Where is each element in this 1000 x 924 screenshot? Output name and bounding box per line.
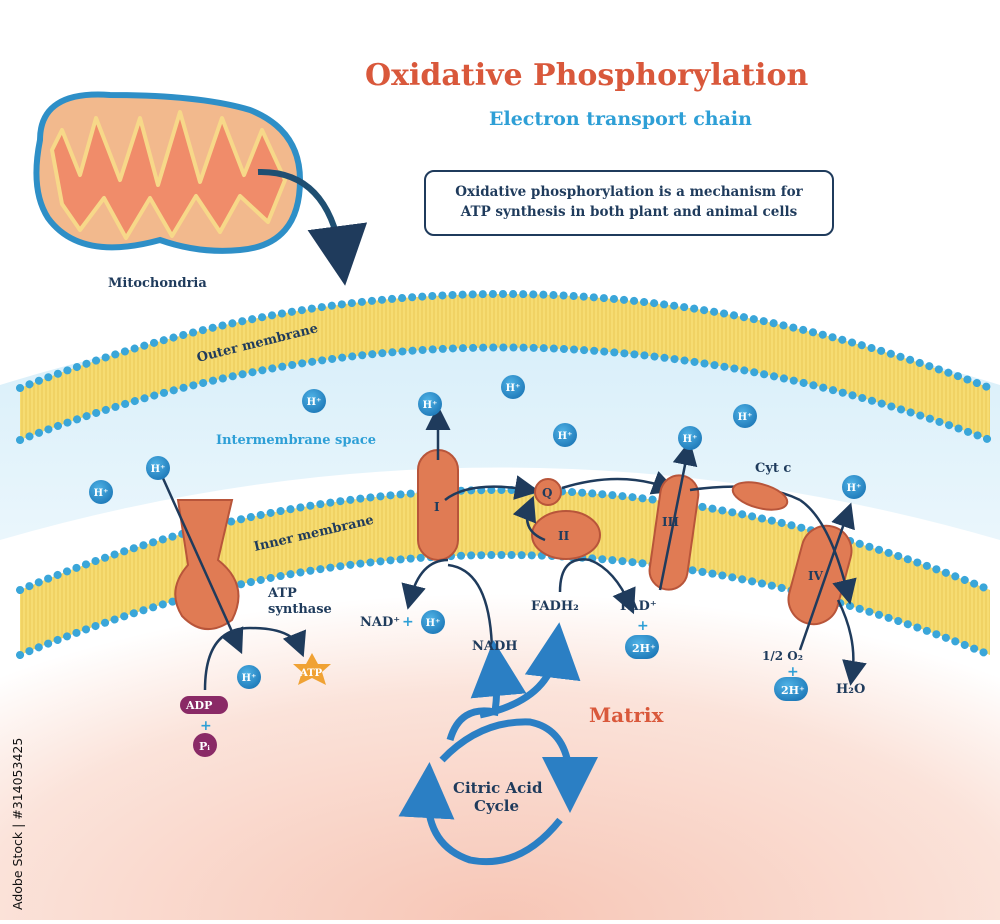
proton-ion-circle xyxy=(418,392,442,416)
adp-pill xyxy=(180,696,228,714)
proton-ion-label: H⁺ xyxy=(738,412,753,423)
proton-ion-circle xyxy=(678,426,702,450)
proton-ion-circle xyxy=(146,456,170,480)
cytochrome-c xyxy=(731,481,789,511)
two-h-plus-bubble-left xyxy=(625,635,659,659)
proton-ion-label: H⁺ xyxy=(151,464,166,475)
citric-acid-cycle-arrows xyxy=(398,622,598,866)
two-h-plus-bubble-right xyxy=(774,677,808,701)
proton-ion-label: H⁺ xyxy=(423,400,438,411)
outer-membrane-band xyxy=(20,294,990,440)
proton-ion-label: H⁺ xyxy=(426,618,441,629)
proton-ion-circle xyxy=(733,404,757,428)
proton-ions: H⁺ H⁺ H⁺ H⁺ H⁺ H⁺ H⁺ H⁺ H⁺ H⁺ H⁺ xyxy=(89,375,866,689)
proton-ion-label: H⁺ xyxy=(242,673,257,684)
main-title: Oxidative Phosphorylation xyxy=(365,58,809,93)
proton-ion-label: H⁺ xyxy=(683,434,698,445)
subtitle: Electron transport chain xyxy=(489,108,752,130)
mitochondria-illustration xyxy=(33,91,304,254)
description-text: Oxidative phosphorylation is a mechanism… xyxy=(455,184,803,220)
proton-ion-circle xyxy=(237,665,261,689)
matrix-region xyxy=(0,485,1000,920)
zoom-arrow xyxy=(257,168,368,286)
proton-ion-circle xyxy=(89,480,113,504)
atp-star xyxy=(293,653,331,685)
description-box: Oxidative phosphorylation is a mechanism… xyxy=(424,170,834,236)
proton-ion-circle xyxy=(302,389,326,413)
pi-circle xyxy=(193,733,217,757)
proton-ion-label: H⁺ xyxy=(847,483,862,494)
proton-ion-circle xyxy=(553,423,577,447)
stock-id-vertical: Adobe Stock | #314053425 xyxy=(4,690,30,910)
complex-III-protein xyxy=(648,440,801,591)
ubiquinone-q xyxy=(534,478,562,506)
complex-II-protein xyxy=(512,495,636,615)
inner-membrane-band xyxy=(20,490,990,655)
proton-ion-circle xyxy=(501,375,525,399)
proton-ion-circle xyxy=(842,475,866,499)
complex-IV-protein xyxy=(787,498,867,686)
proton-ion-label: H⁺ xyxy=(307,397,322,408)
complex-I-protein xyxy=(401,405,540,651)
proton-ion-label: H⁺ xyxy=(558,431,573,442)
proton-ion-label: H⁺ xyxy=(506,383,521,394)
stock-id-text: Adobe Stock | #314053425 xyxy=(10,737,25,910)
proton-ion-circle xyxy=(421,610,445,634)
atp-synthase-protein xyxy=(160,475,307,691)
proton-ion-label: H⁺ xyxy=(94,488,109,499)
